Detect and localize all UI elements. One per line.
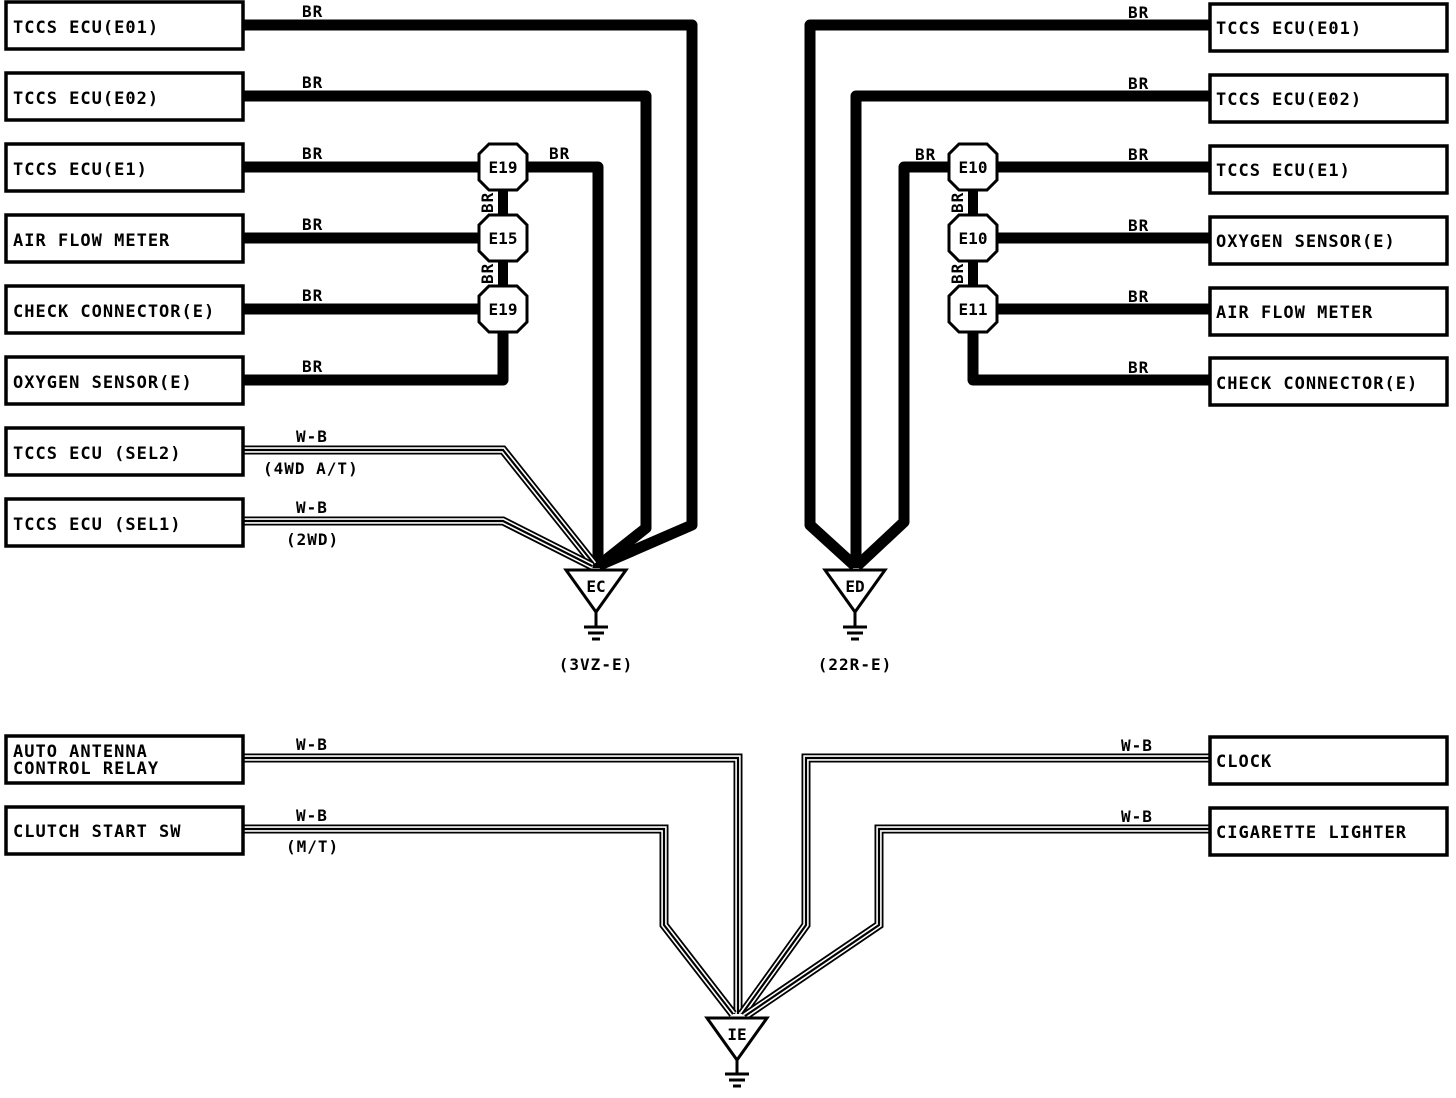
wire-color-label: BR [302, 286, 323, 305]
wire-right-e02 [850, 90, 1210, 568]
component-label: TCCS ECU (SEL2) [13, 444, 182, 464]
component-label: CHECK CONNECTOR(E) [1216, 374, 1418, 394]
wire-clutch-start [243, 827, 734, 1015]
ground-ie: IE [704, 1016, 770, 1088]
wire-color-label: W-B [296, 735, 328, 754]
component-label: OXYGEN SENSOR(E) [1216, 232, 1396, 252]
wire-color-label: W-B [1121, 736, 1153, 755]
wire-color-label: BR [915, 145, 936, 164]
wire-color-label: BR [1128, 3, 1149, 22]
wire-color-label: BR [1128, 74, 1149, 93]
wire-color-label: BR [948, 192, 967, 213]
component-label: CLOCK [1216, 752, 1272, 772]
wire-color-label: W-B [1121, 807, 1153, 826]
wire-right-e01 [804, 19, 1210, 571]
wire-clock [741, 756, 1210, 1015]
connector-label: E15 [489, 229, 518, 248]
wire-color-label: BR [302, 144, 323, 163]
note-mt: (M/T) [286, 837, 339, 856]
wire-sel2 [243, 448, 595, 565]
wire-color-label: W-B [296, 806, 328, 825]
wire-cigarette-lighter [744, 827, 1210, 1017]
component-label: TCCS ECU(E01) [1216, 19, 1362, 39]
wire-color-labels: BR BR BR BR BR BR BR W-B W-B BR BR BR BR… [296, 2, 1153, 826]
connector-label: E10 [959, 229, 988, 248]
wire-left-oxygen [243, 333, 509, 386]
component-label: AIR FLOW METER [13, 231, 170, 251]
component-label: TCCS ECU(E1) [1216, 161, 1351, 181]
wire-color-label: BR [549, 144, 570, 163]
wire-color-label: BR [1128, 287, 1149, 306]
component-label: CONTROL RELAY [13, 759, 159, 779]
connector-label: E10 [959, 158, 988, 177]
ground-label: ED [845, 577, 864, 596]
wire-left-e02 [243, 90, 652, 571]
wire-color-label: BR [948, 263, 967, 284]
component-label: TCCS ECU(E1) [13, 160, 148, 180]
wire-color-label: W-B [296, 498, 328, 517]
variant-notes: (4WD A/T) (2WD) (M/T) [263, 459, 359, 856]
connectors-right: E10 E10 E11 [947, 142, 999, 334]
wire-left-e01 [243, 19, 698, 571]
component-label: CLUTCH START SW [13, 822, 182, 842]
wire-right-check [967, 333, 1210, 386]
wb-wires [243, 445, 1210, 1020]
ground-ec: EC (3VZ-E) [559, 568, 633, 674]
wire-color-label: BR [302, 73, 323, 92]
connector-label: E19 [489, 300, 518, 319]
connector-label: E19 [489, 158, 518, 177]
component-label: AIR FLOW METER [1216, 303, 1373, 323]
wire-right-e10-ground [853, 161, 948, 571]
wire-color-label: BR [302, 2, 323, 21]
engine-label: (3VZ-E) [559, 655, 633, 674]
connector-label: E11 [959, 300, 988, 319]
wire-color-label: BR [1128, 216, 1149, 235]
right-top-components: TCCS ECU(E01) TCCS ECU(E02) TCCS ECU(E1)… [1208, 2, 1449, 407]
component-label: TCCS ECU(E01) [13, 18, 159, 38]
component-label: TCCS ECU(E02) [1216, 90, 1362, 110]
ground-ed: ED (22R-E) [818, 568, 892, 674]
wire-color-label: BR [302, 215, 323, 234]
br-wires-left [243, 19, 698, 571]
wire-color-label: BR [1128, 358, 1149, 377]
component-label: TCCS ECU(E02) [13, 89, 159, 109]
component-label: AUTO ANTENNA [13, 742, 148, 762]
component-label: TCCS ECU (SEL1) [13, 515, 182, 535]
wire-color-label: BR [478, 263, 497, 284]
wire-auto-antenna [243, 756, 740, 1014]
note-4wd-at: (4WD A/T) [263, 459, 359, 478]
bottom-components: AUTO ANTENNA CONTROL RELAY CLUTCH START … [4, 734, 1449, 857]
component-label: CIGARETTE LIGHTER [1216, 823, 1407, 843]
br-wires-right [804, 19, 1210, 571]
engine-label: (22R-E) [818, 655, 892, 674]
wire-color-label: BR [302, 357, 323, 376]
connectors-left: E19 E15 E19 [477, 142, 529, 334]
wire-left-e19-ground [528, 161, 604, 568]
wire-color-label: BR [478, 192, 497, 213]
component-label: OXYGEN SENSOR(E) [13, 373, 193, 393]
wire-color-label: W-B [296, 427, 328, 446]
wire-sel1 [243, 519, 593, 567]
left-top-components: TCCS ECU(E01) TCCS ECU(E02) TCCS ECU(E1)… [4, 0, 245, 548]
component-label: CHECK CONNECTOR(E) [13, 302, 215, 322]
ground-label: EC [586, 577, 605, 596]
wire-color-label: BR [1128, 145, 1149, 164]
ground-label: IE [727, 1025, 746, 1044]
note-2wd: (2WD) [286, 530, 339, 549]
